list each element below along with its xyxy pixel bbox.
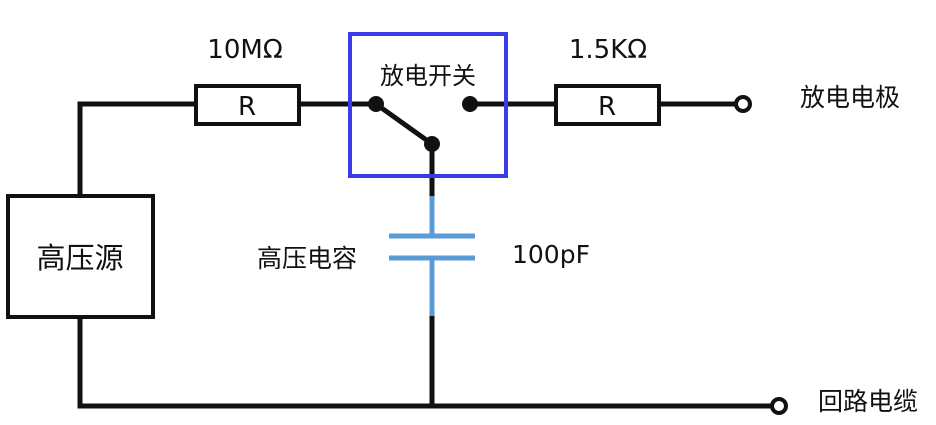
switch-highlight-box	[348, 32, 508, 178]
return-cable-label: 回路电缆	[818, 387, 918, 416]
capacitor-label: 高压电容	[257, 244, 357, 273]
capacitor-value: 100pF	[512, 240, 590, 269]
switch-pivot	[424, 136, 440, 152]
source-label: 高压源	[36, 241, 123, 275]
resistor-left	[194, 84, 301, 126]
switch-contact-right	[462, 96, 478, 112]
switch-blade	[373, 101, 435, 147]
electrode-label: 放电电极	[800, 83, 900, 112]
source-box	[6, 194, 155, 319]
resistor-right-symbol: R	[598, 92, 616, 122]
switch-label: 放电开关	[380, 62, 476, 90]
electrode-terminal	[734, 95, 752, 113]
resistor-left-value: 10MΩ	[207, 35, 282, 65]
return-cable-terminal	[770, 397, 788, 415]
resistor-right-value: 1.5KΩ	[569, 35, 647, 65]
resistor-left-symbol: R	[238, 92, 256, 122]
switch-contact-left	[368, 96, 384, 112]
resistor-right	[554, 84, 661, 126]
